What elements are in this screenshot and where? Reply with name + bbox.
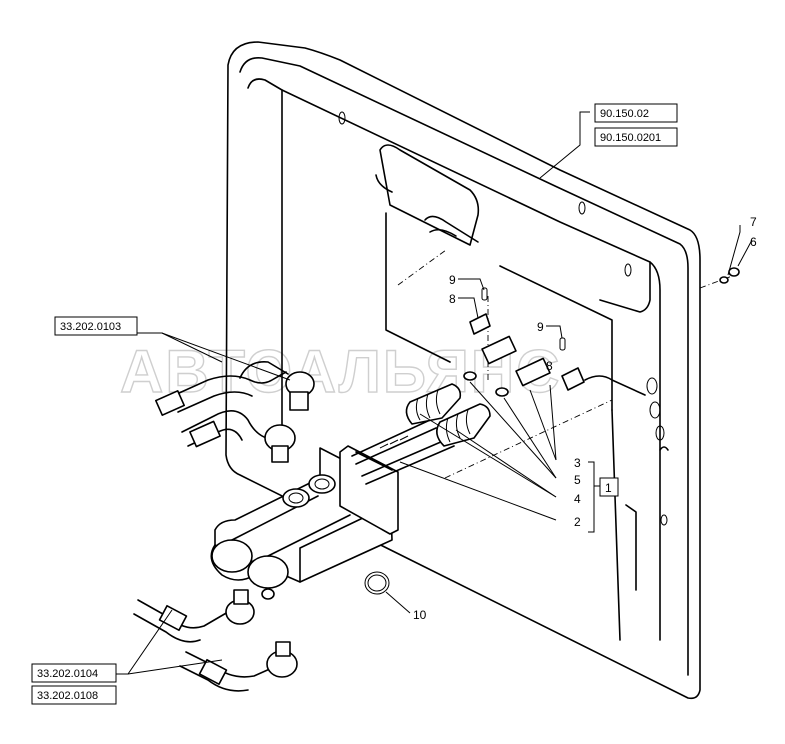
valve-body — [210, 445, 399, 589]
o-ring — [364, 571, 390, 595]
svg-text:1: 1 — [605, 481, 612, 495]
callout-2: 2 — [574, 515, 581, 529]
callout-1: 1 — [599, 477, 619, 497]
ref-box-90-150-02: 90.150.02 — [594, 103, 678, 123]
cab-panel — [225, 41, 701, 700]
callout-4: 4 — [574, 492, 581, 506]
center-lines — [397, 249, 736, 479]
linkage-hardware — [463, 267, 740, 397]
ref-label-1: 90.150.02 — [600, 108, 649, 120]
ref-box-33-202-0104: 33.202.0104 — [31, 663, 117, 683]
callout-6: 6 — [750, 235, 757, 249]
ref-label-4: 33.202.0104 — [37, 668, 98, 680]
ref-label-3: 33.202.0103 — [60, 321, 121, 333]
callout-9a: 9 — [449, 273, 456, 287]
ref-label-5: 33.202.0108 — [37, 690, 98, 702]
rubber-boots — [405, 383, 491, 447]
callout-7: 7 — [750, 215, 757, 229]
ref-box-33-202-0103: 33.202.0103 — [54, 316, 138, 336]
callout-8b: 8 — [546, 359, 553, 373]
callout-10: 10 — [413, 608, 427, 622]
spool-rods — [351, 419, 455, 485]
ref-box-90-150-0201: 90.150.0201 — [594, 127, 678, 147]
upper-hoses — [154, 361, 315, 463]
lower-hoses — [133, 588, 298, 692]
callout-8a: 8 — [449, 292, 456, 306]
leader-lines — [116, 111, 753, 675]
ref-box-33-202-0108: 33.202.0108 — [31, 685, 117, 705]
ref-label-2: 90.150.0201 — [600, 132, 661, 144]
callout-9b: 9 — [537, 320, 544, 334]
callout-5: 5 — [574, 473, 581, 487]
callout-3: 3 — [574, 456, 581, 470]
